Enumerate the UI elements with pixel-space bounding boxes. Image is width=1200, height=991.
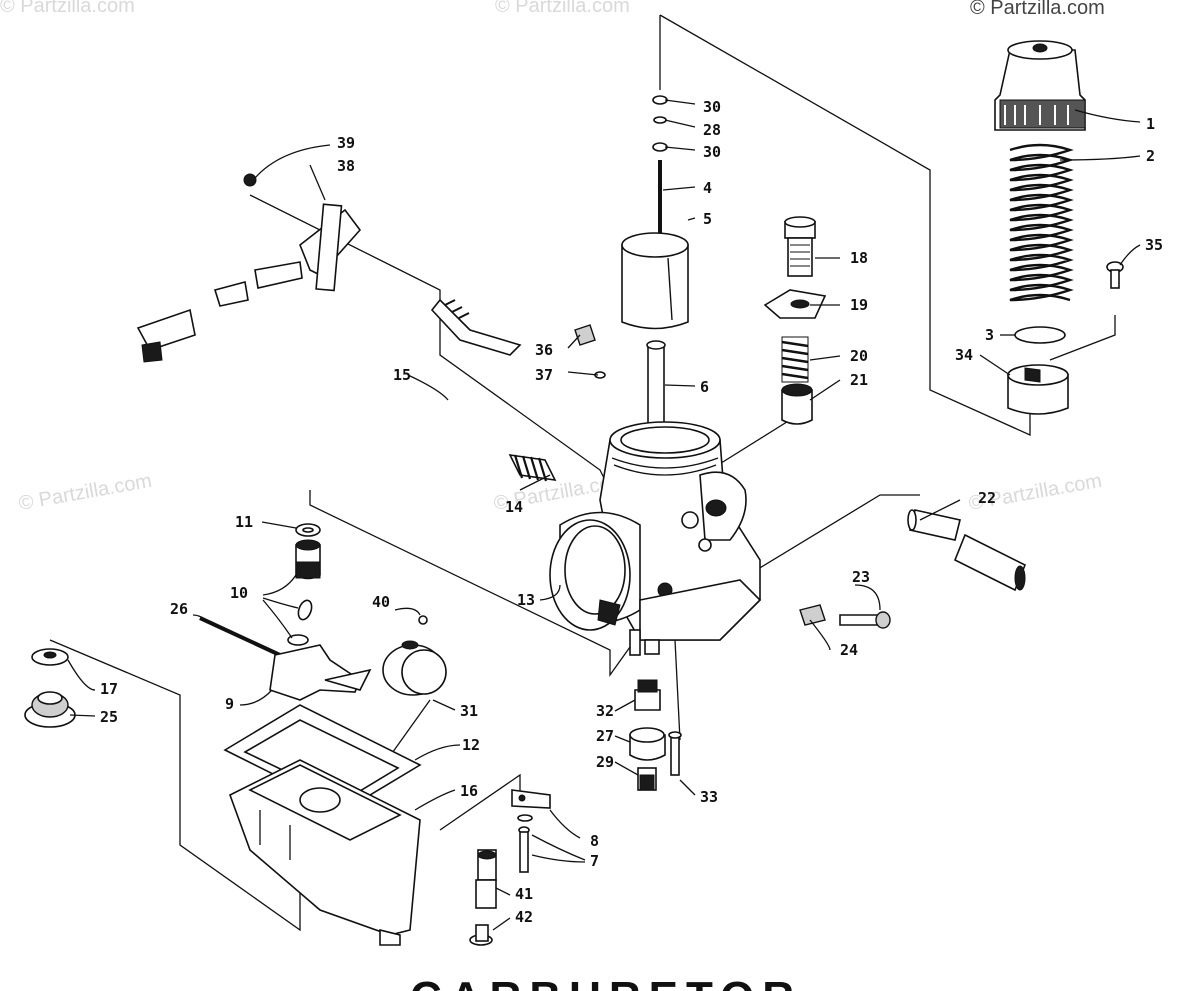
watermark-group: © Partzilla.com © Partzilla.com © Partzi… (0, 0, 1105, 515)
callout-32[interactable]: 32 (596, 702, 614, 720)
callout-12[interactable]: 12 (462, 736, 480, 754)
screw-33[interactable] (668, 731, 682, 776)
watermark: © Partzilla.com (17, 470, 154, 515)
throttle-slide[interactable] (621, 232, 689, 330)
callout-16[interactable]: 16 (460, 782, 478, 800)
callout-7[interactable]: 7 (590, 852, 599, 870)
spring-14[interactable] (508, 453, 557, 482)
needle-valve-seat-10[interactable] (295, 539, 321, 580)
screw-35[interactable] (1106, 261, 1124, 289)
float-31[interactable] (382, 640, 447, 696)
callout-40[interactable]: 40 (372, 593, 390, 611)
callout-labels: 1 2 3 4 5 6 7 8 9 10 11 12 13 14 15 16 1… (100, 98, 1163, 926)
callout-28[interactable]: 28 (703, 121, 721, 139)
assembly-guide-lines (49, 14, 1116, 932)
throttle-sensor-38[interactable] (136, 203, 362, 363)
screw-36[interactable] (574, 324, 596, 346)
washer-30-bottom[interactable] (652, 142, 668, 152)
watermark: © Partzilla.com (495, 0, 630, 17)
watermark: © Partzilla.com (0, 0, 135, 17)
screw-39[interactable] (243, 173, 257, 187)
float-bowl-16[interactable] (229, 759, 421, 946)
needle-jet[interactable] (646, 340, 666, 436)
callout-8[interactable]: 8 (590, 832, 599, 850)
callout-15[interactable]: 15 (393, 366, 411, 384)
spring-20[interactable] (781, 336, 809, 383)
jet-holder-27[interactable] (629, 727, 666, 761)
callout-24[interactable]: 24 (840, 641, 858, 659)
fuel-hose-22[interactable] (907, 509, 1027, 592)
spring-seat-washer[interactable] (1014, 326, 1066, 344)
callout-36[interactable]: 36 (535, 341, 553, 359)
callout-42[interactable]: 42 (515, 908, 533, 926)
carburetor-body[interactable] (549, 421, 762, 656)
washer-7[interactable] (517, 814, 533, 822)
washer-11-hole (302, 527, 314, 533)
callout-9[interactable]: 9 (225, 695, 234, 713)
callout-25[interactable]: 25 (100, 708, 118, 726)
washer-30-top[interactable] (652, 95, 668, 105)
callout-35[interactable]: 35 (1145, 236, 1163, 254)
callout-10[interactable]: 10 (230, 584, 248, 602)
callout-5[interactable]: 5 (703, 210, 712, 228)
callout-23[interactable]: 23 (852, 568, 870, 586)
callout-4[interactable]: 4 (703, 179, 712, 197)
callout-3[interactable]: 3 (985, 326, 994, 344)
bracket-8[interactable] (511, 789, 551, 809)
main-jet-32[interactable] (634, 679, 661, 711)
throttle-stop-screw-15[interactable] (430, 298, 522, 356)
callout-30-bottom[interactable]: 30 (703, 143, 721, 161)
callout-39[interactable]: 39 (337, 134, 355, 152)
callout-2[interactable]: 2 (1146, 147, 1155, 165)
callout-20[interactable]: 20 (850, 347, 868, 365)
screw-7[interactable] (518, 826, 530, 873)
callout-22[interactable]: 22 (978, 489, 996, 507)
carburetor-cap[interactable] (994, 40, 1086, 131)
callout-19[interactable]: 19 (850, 296, 868, 314)
callout-30-top[interactable]: 30 (703, 98, 721, 116)
callout-27[interactable]: 27 (596, 727, 614, 745)
callout-29[interactable]: 29 (596, 753, 614, 771)
float-arm-9[interactable] (269, 644, 372, 701)
callout-34[interactable]: 34 (955, 346, 973, 364)
collar-41[interactable] (475, 849, 497, 909)
callout-17[interactable]: 17 (100, 680, 118, 698)
callout-13[interactable]: 13 (517, 591, 535, 609)
gasket-12[interactable] (223, 704, 422, 811)
callout-38[interactable]: 38 (337, 157, 355, 175)
callout-14[interactable]: 14 (505, 498, 523, 516)
pilot-jet-29[interactable] (637, 767, 657, 791)
pilot-screw-18[interactable] (784, 216, 816, 277)
clip-28[interactable] (653, 116, 667, 124)
leader-lines (67, 99, 1141, 931)
needle-retainer-holder[interactable] (1007, 364, 1069, 415)
pin-40[interactable] (418, 615, 428, 625)
diagram-title: CARBURETOR (410, 973, 802, 991)
bolt-42[interactable] (469, 924, 493, 946)
needle-10[interactable] (296, 599, 314, 622)
plate-hole (790, 299, 810, 309)
slide-spring[interactable] (1009, 143, 1074, 302)
callout-21[interactable]: 21 (850, 371, 868, 389)
ring-10[interactable] (287, 634, 309, 646)
cap-21[interactable] (781, 383, 813, 425)
drain-screw-23[interactable] (839, 611, 891, 629)
callout-18[interactable]: 18 (850, 249, 868, 267)
callout-33[interactable]: 33 (700, 788, 718, 806)
callout-11[interactable]: 11 (235, 513, 253, 531)
o-ring-24[interactable] (799, 604, 826, 626)
callout-37[interactable]: 37 (535, 366, 553, 384)
callout-26[interactable]: 26 (170, 600, 188, 618)
callout-1[interactable]: 1 (1146, 115, 1155, 133)
watermark: © Partzilla.com (970, 0, 1105, 19)
washer-17-hole (43, 651, 57, 659)
callout-41[interactable]: 41 (515, 885, 533, 903)
plug-25[interactable] (24, 691, 76, 728)
callout-31[interactable]: 31 (460, 702, 478, 720)
callout-6[interactable]: 6 (700, 378, 709, 396)
